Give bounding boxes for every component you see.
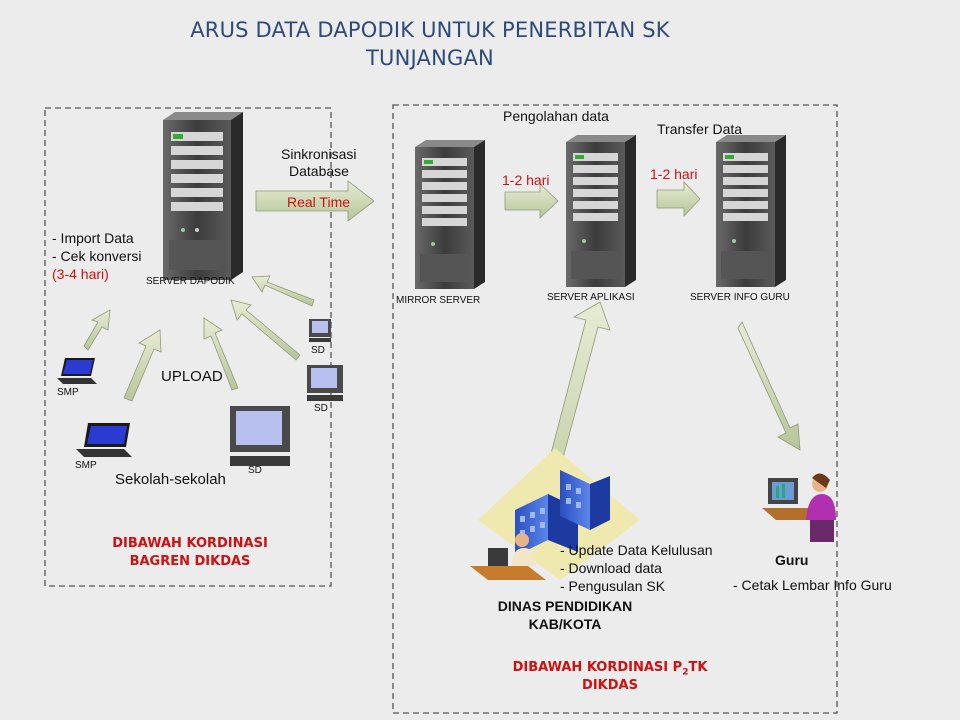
task-import: - Import Data xyxy=(52,230,134,246)
server-dapodik-icon xyxy=(163,112,243,280)
transfer-label: Transfer Data xyxy=(657,121,743,137)
left-coordination-line2: BAGREN DIKDAS xyxy=(129,554,251,569)
server-aplikasi-icon xyxy=(566,135,636,287)
right-coordination-line1: DIBAWAH KORDINASI P2TK xyxy=(500,660,720,681)
laptop-icon xyxy=(76,423,132,457)
dinas-office-icon xyxy=(470,448,640,580)
desktop-icon xyxy=(230,406,290,466)
duration-1: 1-2 hari xyxy=(502,172,550,188)
mirror-server-icon xyxy=(415,140,485,289)
task-duration: (3-4 hari) xyxy=(52,266,109,282)
dinas-task: - Update Data Kelulusan xyxy=(560,542,713,558)
guru-label: Guru xyxy=(775,552,809,568)
client-label: SMP xyxy=(75,460,97,471)
dinas-label-line1: DINAS PENDIDIKAN xyxy=(497,598,633,614)
server-aplikasi-label: SERVER APLIKASI xyxy=(547,292,635,303)
left-panel-border xyxy=(44,107,332,587)
infoguru-to-guru-arrow xyxy=(737,321,801,451)
right-coordination-text: DIBAWAH KORDINASI P xyxy=(512,660,683,675)
client-label: SMP xyxy=(57,387,79,398)
dinas-task: - Pengusulan SK xyxy=(560,578,666,594)
client-label: SD xyxy=(311,345,325,356)
transfer-arrow xyxy=(656,180,701,218)
sync-arrow xyxy=(255,180,375,222)
desktop-icon xyxy=(307,365,343,401)
processing-label: Pengolahan data xyxy=(503,108,609,124)
client-label: SD xyxy=(314,403,328,414)
guru-icon xyxy=(762,473,836,542)
mirror-server-label: MIRROR SERVER xyxy=(396,295,481,306)
right-coordination-subscript: 2 xyxy=(682,667,689,678)
dinas-task: - Download data xyxy=(560,560,662,576)
upload-arrows xyxy=(83,275,315,402)
client-label: SD xyxy=(248,465,262,476)
page-title-line2: TUNJANGAN xyxy=(366,46,494,70)
server-info-guru-label: SERVER INFO GURU xyxy=(690,292,790,303)
sync-label-line2: Database xyxy=(289,163,349,179)
page-title: ARUS DATA DAPODIK UNTUK PENERBITAN SK xyxy=(190,18,670,42)
right-panel-border xyxy=(392,104,838,714)
processing-arrow xyxy=(504,183,559,219)
upload-label: UPLOAD xyxy=(161,368,223,385)
dinas-label-line2: KAB/KOTA xyxy=(528,616,602,632)
right-coordination-line2: DIKDAS xyxy=(582,678,638,693)
sync-mode: Real Time xyxy=(287,194,351,210)
sync-label-line1: Sinkronisasi xyxy=(281,146,357,162)
server-info-guru-icon xyxy=(716,135,786,287)
schools-label: Sekolah-sekolah xyxy=(115,471,226,488)
duration-2: 1-2 hari xyxy=(650,166,698,182)
left-coordination-line1: DIBAWAH KORDINASI xyxy=(112,536,268,551)
server-dapodik-label: SERVER DAPODIK xyxy=(146,276,235,287)
desktop-icon xyxy=(309,319,331,342)
task-cek: - Cek konversi xyxy=(52,248,142,264)
laptop-icon xyxy=(57,358,97,384)
guru-task: - Cetak Lembar Info Guru xyxy=(733,577,892,593)
right-coordination-suffix: TK xyxy=(688,660,708,675)
